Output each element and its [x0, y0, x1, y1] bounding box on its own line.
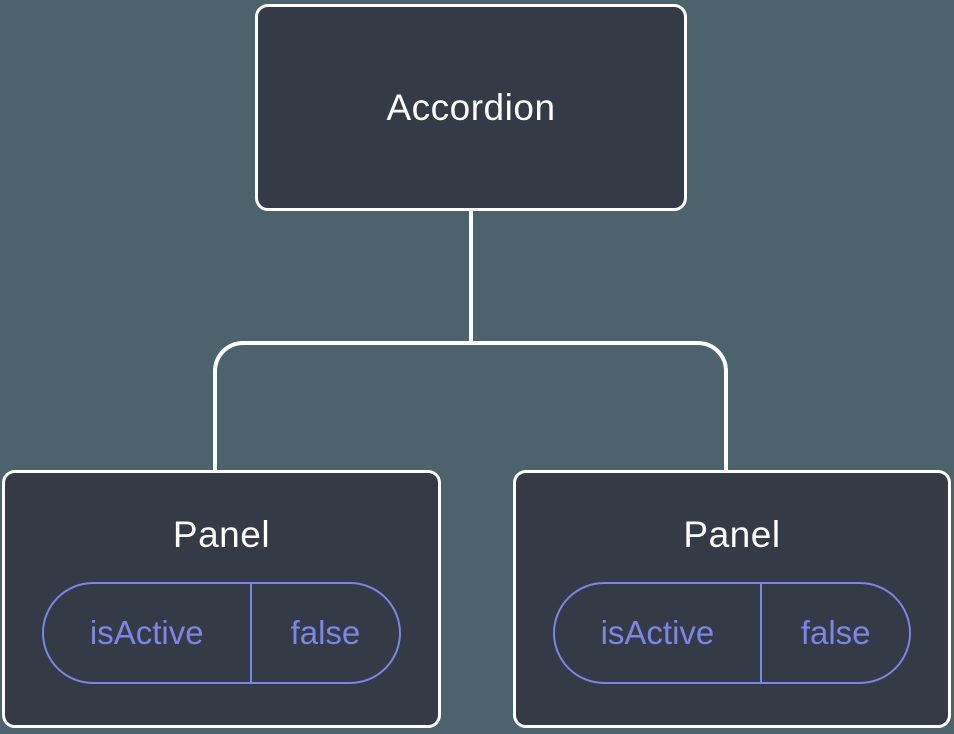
state-name: isActive — [44, 584, 252, 682]
state-value: false — [290, 614, 361, 651]
panel-node-label: Panel — [172, 514, 271, 555]
panel-node-label: Panel — [683, 514, 781, 555]
connector-stem-line — [469, 209, 473, 345]
accordion-node: Accordion — [255, 4, 687, 211]
state-name: isActive — [555, 584, 763, 682]
panel-node-right: Panel isActive false — [513, 470, 951, 728]
state-pill: isActive false — [41, 582, 402, 684]
state-pill: isActive false — [552, 582, 912, 684]
state-value: false — [800, 614, 871, 651]
panel-node-left: Panel isActive false — [2, 470, 441, 728]
connector-branch-bracket — [213, 341, 728, 472]
accordion-node-label: Accordion — [386, 86, 556, 128]
